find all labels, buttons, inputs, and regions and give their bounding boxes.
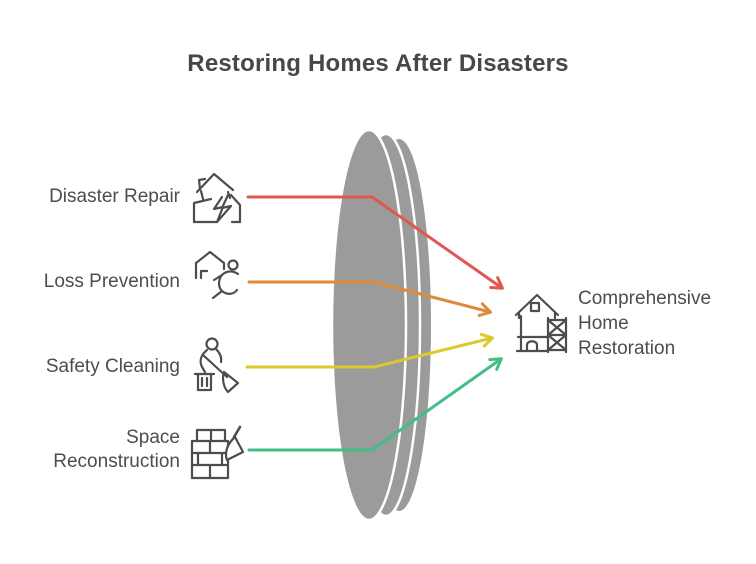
house-scaffolding-icon — [514, 293, 568, 354]
item-label-safety-cleaning: Safety Cleaning — [45, 356, 180, 377]
lens-front-layer — [330, 128, 408, 522]
item-label-space-reconstruction: Space Reconstruction — [53, 427, 180, 472]
item-label-disaster-repair: Disaster Repair — [49, 186, 180, 207]
arrow-safety-cleaning — [245, 332, 494, 369]
broken-house-icon — [192, 172, 242, 224]
broom-trash-bin-icon — [193, 337, 240, 394]
house-falling-person-icon — [194, 250, 240, 300]
page-title: Restoring Homes After Disasters — [187, 50, 569, 77]
lens-shape — [330, 128, 431, 522]
arrow-space-reconstruction — [247, 357, 503, 452]
brick-wall-trowel-icon — [190, 425, 245, 480]
arrow-disaster-repair — [246, 195, 504, 290]
arrow-loss-prevention — [247, 280, 492, 317]
item-label-loss-prevention: Loss Prevention — [43, 271, 180, 292]
connector-arrows — [245, 195, 504, 452]
result-label: Comprehensive Home Restoration — [578, 288, 712, 359]
